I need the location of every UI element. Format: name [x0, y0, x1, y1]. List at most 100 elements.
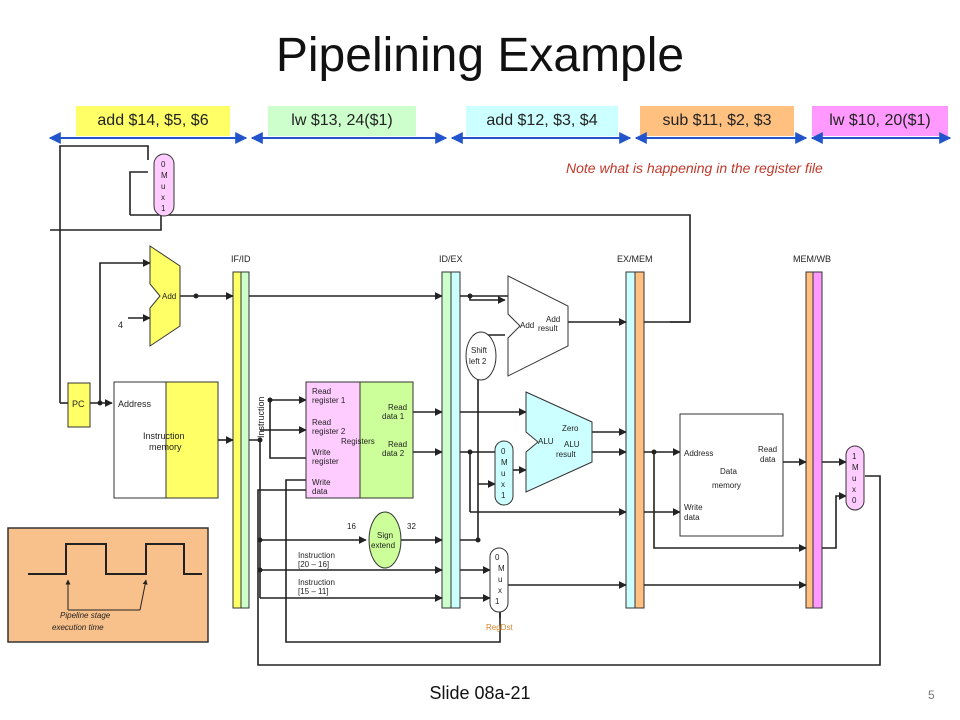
svg-text:0: 0	[852, 496, 857, 505]
writeback-mux: 1 M u x 0	[845, 445, 865, 511]
svg-text:Shift: Shift	[471, 346, 488, 355]
svg-text:x: x	[501, 480, 505, 489]
svg-text:data: data	[312, 487, 328, 496]
svg-text:16: 16	[347, 522, 356, 531]
svg-text:Data: Data	[720, 467, 737, 476]
svg-text:memory: memory	[712, 481, 741, 490]
svg-text:Pipeline stage: Pipeline stage	[60, 611, 111, 620]
svg-text:execution time: execution time	[52, 623, 104, 632]
svg-text:data: data	[684, 513, 700, 522]
stage-label-wb: lw $10, 20($1)	[812, 106, 948, 136]
data-memory: Address Data memory Read data Write data	[679, 413, 784, 537]
svg-text:Read: Read	[388, 440, 407, 449]
label-memwb: MEM/WB	[793, 254, 831, 264]
instruction-memory: Address Instruction memory	[113, 381, 219, 499]
svg-text:x: x	[852, 485, 856, 494]
branch-target-adder: Add Add result	[507, 275, 569, 377]
constant-four: 4	[118, 320, 123, 330]
svg-text:M: M	[161, 171, 168, 180]
ifid-instruction-label: Instruction	[256, 396, 266, 438]
slide-footer: Slide 08a-21	[429, 683, 531, 703]
regdst-label: RegDst	[486, 623, 513, 632]
svg-text:extend: extend	[371, 541, 395, 550]
instr-15-11-label: Instruction	[298, 578, 335, 587]
pc-source-mux: 0 M u x 1	[153, 153, 175, 217]
label-idex: ID/EX	[439, 254, 463, 264]
svg-text:memory: memory	[149, 442, 182, 452]
svg-text:data 2: data 2	[382, 449, 405, 458]
sign-extend-unit: Sign extend 16 32	[347, 511, 416, 569]
svg-text:M: M	[501, 458, 508, 467]
svg-text:Write: Write	[684, 503, 703, 512]
svg-text:result: result	[538, 324, 558, 333]
svg-text:Add: Add	[520, 321, 534, 330]
svg-text:Write: Write	[312, 478, 331, 487]
svg-text:Read: Read	[388, 403, 407, 412]
instr-20-16-label: Instruction	[298, 551, 335, 560]
stage-label-ex: add $12, $3, $4	[466, 106, 618, 136]
svg-text:data 1: data 1	[382, 412, 405, 421]
pipeline-register-idex: ID/EX	[439, 254, 463, 609]
svg-text:Registers: Registers	[341, 437, 375, 446]
svg-text:[20 – 16]: [20 – 16]	[298, 560, 329, 569]
pc-increment-adder: Add 4	[118, 245, 181, 347]
svg-text:Write: Write	[312, 448, 331, 457]
svg-text:data: data	[760, 455, 776, 464]
wire-junctions	[97, 293, 657, 573]
svg-text:u: u	[498, 575, 502, 584]
register-file: Read register 1 Read register 2 Write re…	[305, 381, 414, 499]
svg-text:Read: Read	[758, 445, 777, 454]
svg-text:u: u	[852, 474, 856, 483]
svg-text:Add: Add	[546, 315, 560, 324]
regdst-mux: 0 M u x 1 RegDst	[486, 547, 513, 632]
svg-text:1: 1	[501, 491, 506, 500]
svg-text:32: 32	[407, 522, 416, 531]
svg-text:1: 1	[161, 204, 166, 213]
shift-left-unit: Shift left 2	[465, 331, 497, 381]
svg-text:ALU: ALU	[564, 440, 580, 449]
svg-text:u: u	[501, 469, 505, 478]
svg-text:Add: Add	[162, 292, 176, 301]
svg-text:ALU: ALU	[538, 437, 554, 446]
svg-text:Zero: Zero	[562, 424, 579, 433]
svg-text:x: x	[498, 586, 502, 595]
svg-text:Address: Address	[118, 399, 152, 409]
svg-text:PC: PC	[72, 399, 85, 409]
clock-timing-box: Pipeline stage execution time	[7, 527, 209, 643]
stage-label-id: lw $13, 24($1)	[268, 106, 416, 136]
svg-text:1: 1	[495, 597, 500, 606]
svg-text:register: register	[312, 457, 339, 466]
svg-text:Address: Address	[684, 449, 713, 458]
svg-text:M: M	[852, 463, 859, 472]
label-exmem: EX/MEM	[617, 254, 653, 264]
svg-text:Instruction: Instruction	[143, 431, 185, 441]
pipeline-register-ifid: IF/ID	[231, 254, 251, 609]
stage-label-mem: sub $11, $2, $3	[640, 106, 794, 136]
page-number: 5	[928, 688, 935, 702]
alu: ALU Zero ALU result	[525, 391, 593, 493]
svg-text:0: 0	[501, 447, 506, 456]
slide-title: Pipelining Example	[275, 29, 685, 82]
svg-text:0: 0	[495, 553, 500, 562]
svg-text:u: u	[161, 182, 165, 191]
svg-text:M: M	[498, 564, 505, 573]
svg-text:register 1: register 1	[312, 396, 346, 405]
pipeline-register-exmem: EX/MEM	[617, 254, 653, 609]
pipeline-register-memwb: MEM/WB	[793, 254, 831, 609]
stage-label-if: add $14, $5, $6	[76, 106, 230, 136]
svg-text:x: x	[161, 193, 165, 202]
svg-text:register 2: register 2	[312, 427, 346, 436]
register-file-note: Note what is happening in the register f…	[566, 160, 823, 176]
svg-text:Read: Read	[312, 387, 331, 396]
svg-text:0: 0	[161, 160, 166, 169]
svg-text:Read: Read	[312, 418, 331, 427]
label-ifid: IF/ID	[231, 254, 251, 264]
svg-text:left 2: left 2	[469, 357, 487, 366]
svg-text:1: 1	[852, 452, 857, 461]
svg-text:[15 – 11]: [15 – 11]	[298, 587, 329, 596]
svg-text:result: result	[556, 450, 576, 459]
program-counter: PC	[67, 382, 91, 428]
alu-source-mux: 0 M u x 1	[494, 440, 514, 506]
svg-text:Sign: Sign	[377, 531, 393, 540]
